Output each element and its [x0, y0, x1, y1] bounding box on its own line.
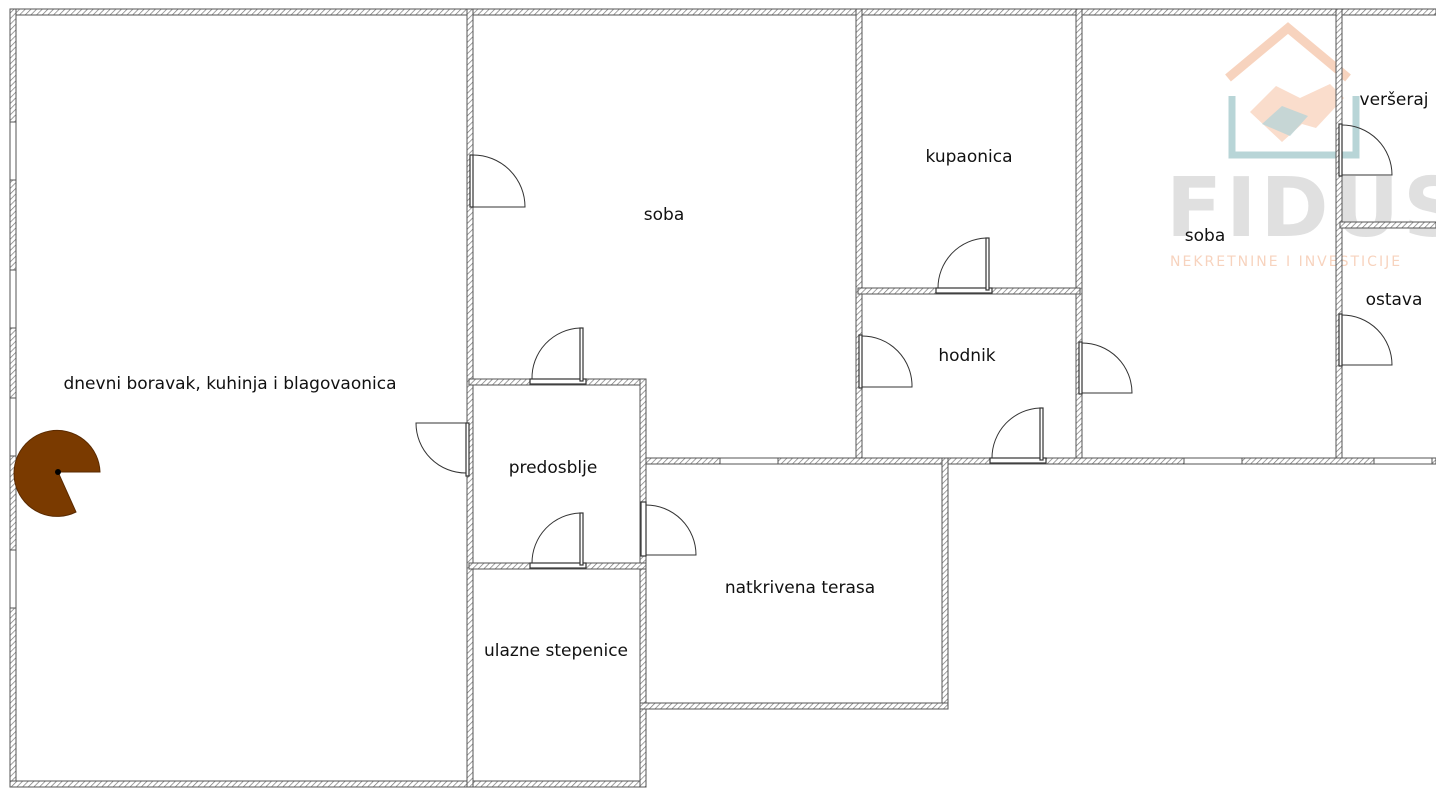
window-left-1 — [9, 121, 17, 181]
door-verseraj — [1338, 123, 1393, 177]
door-hodnik-left — [858, 334, 913, 389]
room-labels: dnevni boravak, kuhinja i blagovaonica s… — [63, 90, 1428, 661]
door-kupaonica — [935, 237, 993, 294]
wall-verseraj-ostava — [1339, 221, 1436, 229]
house-handshake-logo-icon — [1225, 22, 1360, 159]
doors — [415, 123, 1393, 569]
wall-terrace-right — [941, 457, 949, 710]
door-hodnik-bottom — [989, 407, 1047, 464]
wall-soba2-verseraj — [1335, 8, 1343, 465]
wall-soba-kupaonica — [855, 8, 863, 465]
door-predosblje-stairs — [529, 512, 587, 569]
door-soba1-bottom — [529, 327, 587, 385]
label-natkrivena-terasa: natkrivena terasa — [725, 578, 875, 598]
door-ostava — [1338, 313, 1393, 367]
label-predosblje: predosblje — [509, 458, 598, 478]
watermark-tagline: NEKRETNINE I INVESTICIJE — [1170, 254, 1402, 270]
label-hodnik: hodnik — [938, 346, 995, 366]
window-soba2-bottom — [1183, 457, 1243, 465]
walls — [9, 8, 1436, 788]
wall-living-divider — [466, 8, 474, 788]
fidus-watermark: FIDUS NEKRETNINE I INVESTICIJE — [1166, 22, 1436, 270]
window-ostava-bottom — [1373, 457, 1433, 465]
label-kupaonica: kupaonica — [926, 147, 1013, 167]
window-left-3 — [9, 397, 17, 457]
label-verseraj: veršeraj — [1360, 90, 1429, 110]
window-terrace-top — [719, 457, 779, 465]
windows — [9, 121, 1433, 609]
door-living-predosblje — [415, 422, 470, 477]
label-soba-1: soba — [644, 205, 684, 225]
wall-predosblje-right — [639, 378, 647, 788]
label-soba-2: soba — [1185, 226, 1225, 246]
label-ostava: ostava — [1366, 290, 1423, 310]
label-living: dnevni boravak, kuhinja i blagovaonica — [63, 374, 396, 394]
door-soba1-left — [469, 154, 526, 208]
spiral-staircase-icon — [13, 429, 101, 517]
wall-bottom-left — [9, 780, 647, 788]
wall-terrace-bottom — [639, 702, 949, 710]
door-predosblje-terrace — [640, 501, 697, 557]
label-ulazne-stepenice: ulazne stepenice — [484, 641, 628, 661]
door-soba2 — [1078, 341, 1133, 395]
wall-top — [9, 8, 1436, 16]
watermark-brand: FIDUS — [1166, 161, 1436, 256]
window-left-2 — [9, 269, 17, 329]
window-left-4 — [9, 549, 17, 609]
wall-kupaonica-soba2 — [1075, 8, 1083, 465]
